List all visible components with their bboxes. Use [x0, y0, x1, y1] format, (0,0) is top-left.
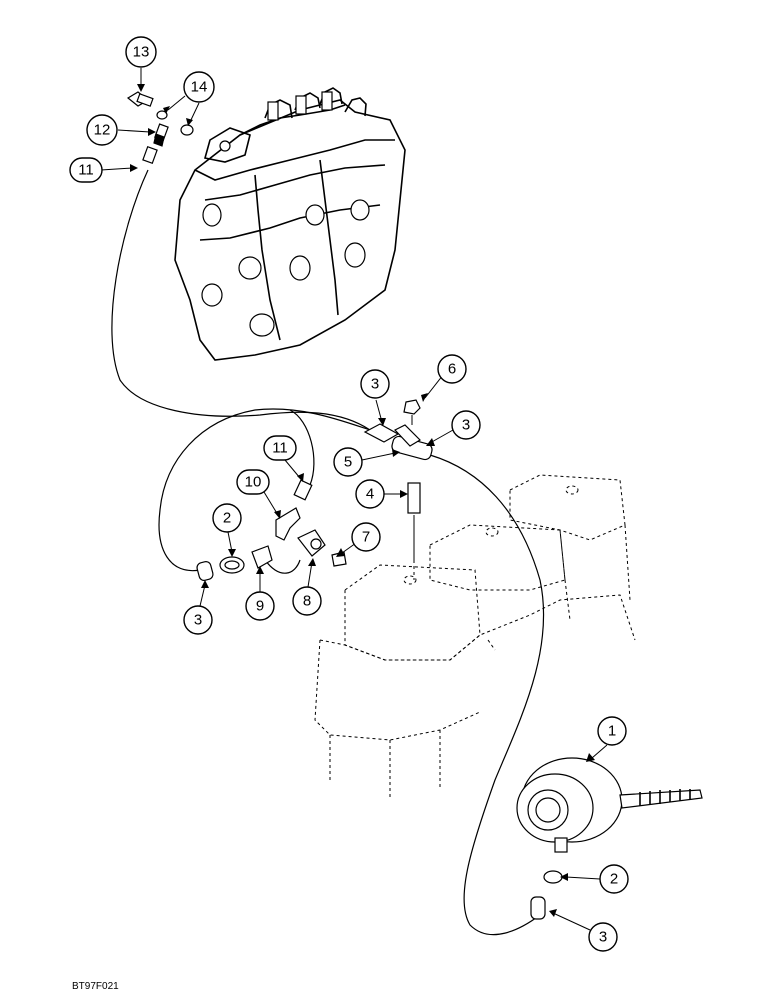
callout-7: 7	[336, 522, 381, 557]
callout-5: 5	[333, 447, 400, 477]
svg-text:3: 3	[371, 376, 379, 393]
svg-text:3: 3	[599, 929, 607, 946]
callout-10: 10	[236, 469, 281, 519]
callout-9: 9	[245, 566, 275, 621]
callout-3-upper-left: 3	[360, 369, 390, 426]
callout-14: 14	[163, 71, 215, 126]
callout-11-top: 11	[69, 157, 138, 183]
hose-lines	[111, 169, 545, 936]
svg-text:2: 2	[610, 871, 618, 888]
svg-text:4: 4	[366, 486, 374, 503]
callout-12: 12	[86, 114, 156, 146]
svg-text:14: 14	[191, 79, 208, 96]
svg-text:3: 3	[194, 612, 202, 629]
svg-text:12: 12	[94, 122, 111, 139]
svg-text:1: 1	[608, 723, 616, 740]
callout-13: 13	[125, 36, 157, 92]
svg-text:7: 7	[362, 529, 370, 546]
engine-block-outline	[314, 474, 636, 800]
svg-text:6: 6	[448, 361, 456, 378]
callout-4: 4	[355, 479, 408, 509]
svg-text:11: 11	[78, 162, 94, 179]
svg-text:10: 10	[245, 474, 262, 491]
svg-text:3: 3	[462, 417, 470, 434]
callout-2-lower: 2	[560, 864, 629, 894]
callout-3-left: 3	[183, 580, 213, 635]
svg-text:8: 8	[303, 593, 311, 610]
svg-text:11: 11	[272, 440, 288, 457]
callout-2-middle: 2	[212, 503, 242, 557]
callout-6: 6	[421, 354, 467, 402]
injection-pump-illustration	[174, 87, 406, 361]
svg-text:13: 13	[133, 44, 150, 61]
boost-actuator	[516, 757, 703, 853]
fitting-parts	[196, 399, 563, 920]
banjo-bolt-assembly	[126, 91, 194, 165]
callout-11-middle: 11	[263, 435, 304, 482]
callout-3-lower: 3	[549, 909, 618, 952]
callout-1: 1	[586, 716, 627, 762]
callout-3-upper-right: 3	[426, 410, 481, 446]
figure-code: BT97F021	[72, 981, 119, 992]
svg-text:9: 9	[256, 598, 264, 615]
svg-text:5: 5	[344, 454, 352, 471]
svg-text:2: 2	[223, 510, 231, 527]
callout-8: 8	[292, 558, 322, 616]
